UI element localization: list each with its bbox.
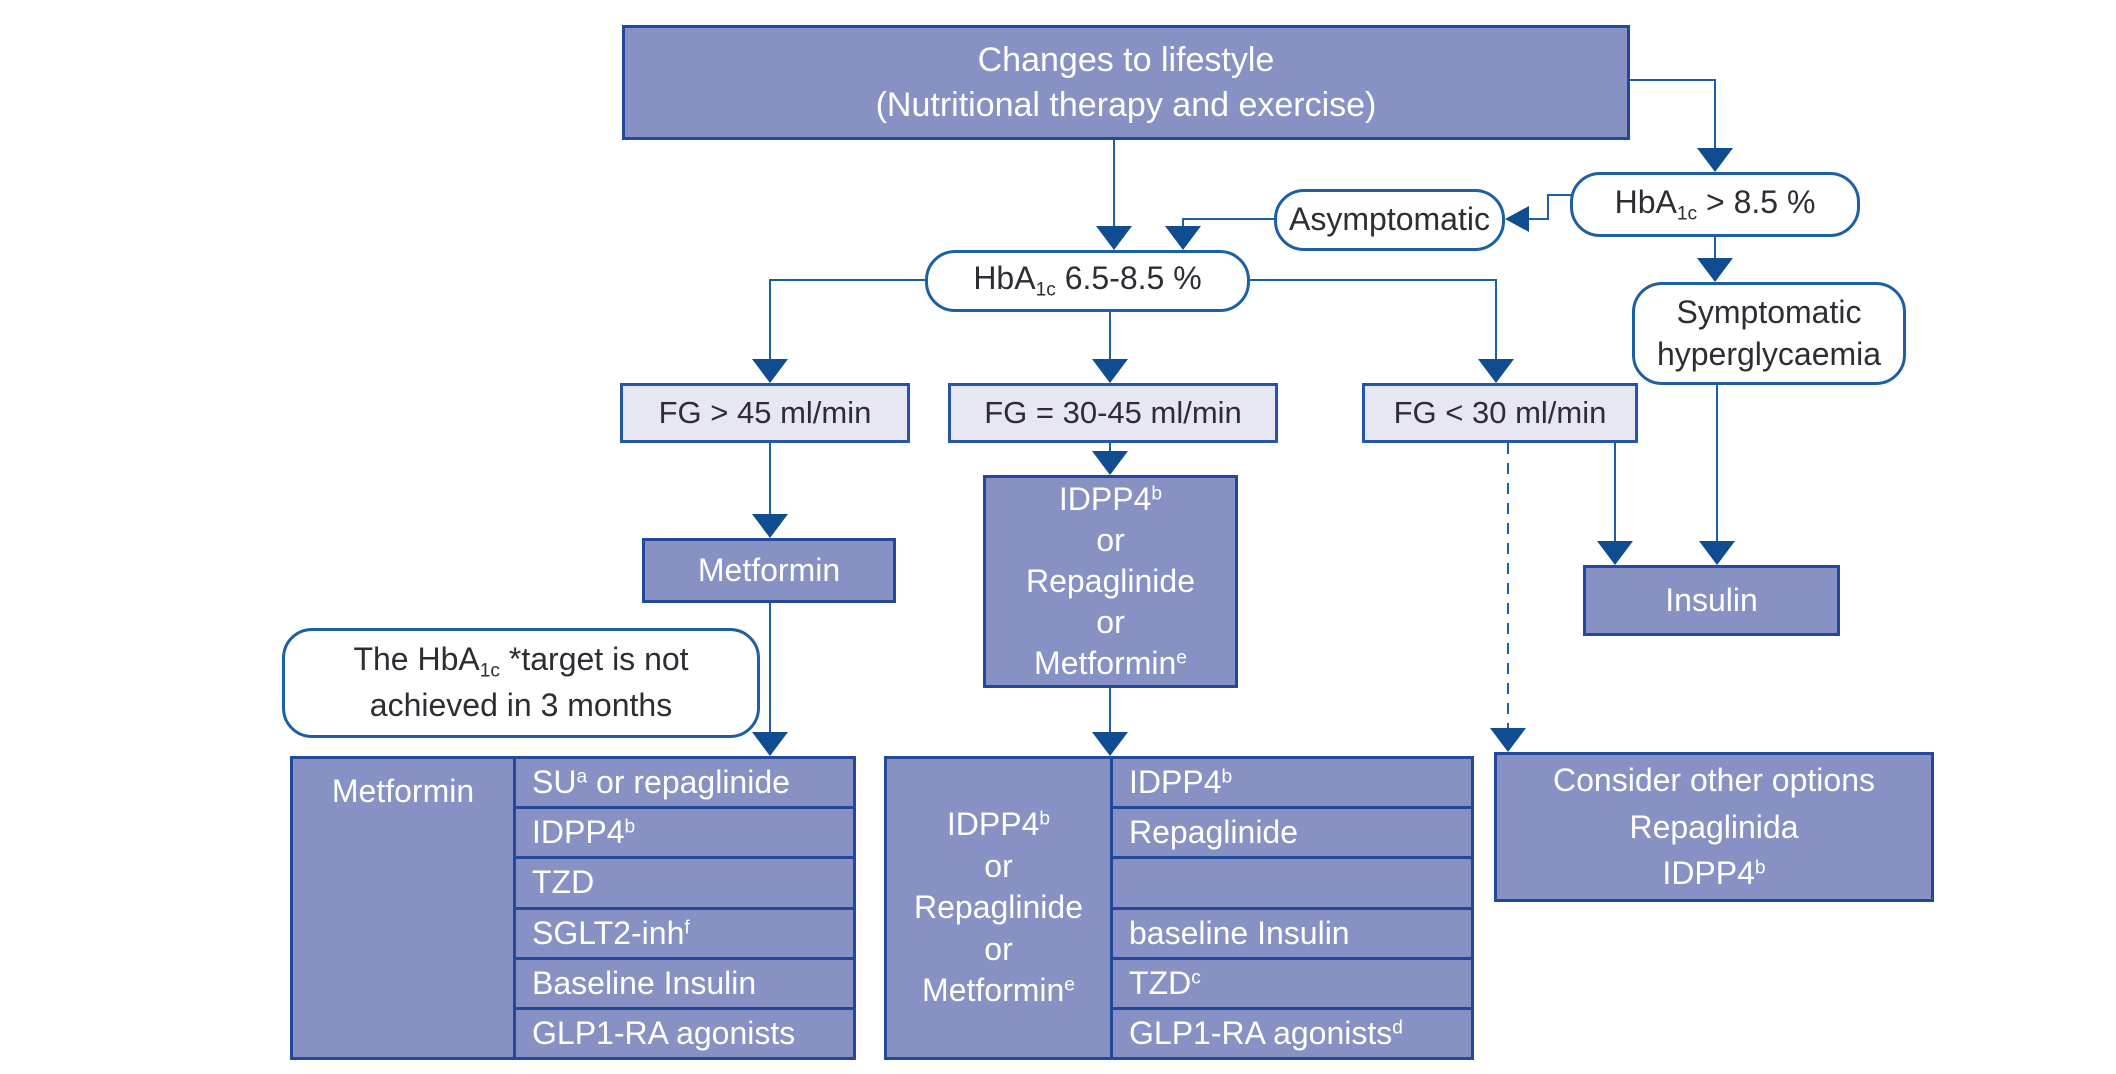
connector-line — [1182, 218, 1184, 230]
table-row-idpp4: IDPP4b — [516, 806, 853, 856]
connector-line — [1113, 140, 1115, 230]
table-row-baseline-insulin: Baseline Insulin — [516, 956, 853, 1007]
node-fg-below-30: FG < 30 ml/min — [1362, 383, 1638, 443]
node-metformin: Metformin — [642, 538, 896, 603]
table-row-tzd: TZDc — [1113, 956, 1471, 1007]
arrowhead-down-icon — [752, 359, 788, 383]
table-rows: SUa or repaglinide IDPP4b TZD SGLT2-inhf… — [516, 759, 853, 1057]
connector-line — [769, 279, 771, 363]
connector-line — [1183, 218, 1274, 220]
connector-line — [1109, 443, 1111, 455]
node-changes-to-lifestyle: Changes to lifestyle(Nutritional therapy… — [622, 25, 1630, 140]
arrowhead-down-icon — [1699, 541, 1735, 565]
connector-line — [1109, 688, 1111, 736]
connector-line — [1548, 194, 1571, 196]
arrowhead-down-icon — [1490, 728, 1526, 752]
arrowhead-down-icon — [752, 514, 788, 538]
node-hba1c-6-5-to-8-5: HbA1c 6.5-8.5 % — [925, 250, 1250, 312]
arrowhead-down-icon — [1697, 258, 1733, 282]
table-row-baseline-insulin: baseline Insulin — [1113, 906, 1471, 957]
connector-line — [769, 443, 771, 518]
arrowhead-down-icon — [1092, 732, 1128, 756]
table-row-su-or-repaglinide: SUa or repaglinide — [532, 764, 790, 801]
node-asymptomatic: Asymptomatic — [1274, 189, 1505, 251]
arrowhead-left-icon — [1505, 206, 1529, 232]
connector-line — [1528, 218, 1549, 220]
node-fg-above-45: FG > 45 ml/min — [620, 383, 910, 443]
connector-line — [770, 279, 925, 281]
node-insulin: Insulin — [1583, 565, 1840, 636]
connector-line — [1716, 385, 1718, 543]
metformin-combination-table: Metformin SUa or repaglinide IDPP4b TZD … — [290, 756, 856, 1060]
connector-line — [769, 603, 771, 735]
arrowhead-down-icon — [1096, 226, 1132, 250]
arrowhead-down-icon — [1165, 226, 1201, 250]
connector-line — [1714, 237, 1716, 262]
arrowhead-down-icon — [1597, 541, 1633, 565]
table-row-sglt2-inh: SGLT2-inhf — [516, 906, 853, 957]
connector-line — [1109, 312, 1111, 361]
connector-line — [1495, 279, 1497, 363]
table-row-repaglinide: Repaglinide — [1113, 806, 1471, 856]
arrowhead-down-icon — [1697, 148, 1733, 172]
arrowhead-down-icon — [752, 732, 788, 756]
arrowhead-down-icon — [1092, 359, 1128, 383]
table-row-glp1-ra-agonists: GLP1-RA agonistsd — [1113, 1006, 1471, 1057]
connector-line — [1714, 79, 1716, 150]
table-row-glp1-ra-agonists: GLP1-RA agonists — [516, 1006, 853, 1057]
connector-line — [1547, 194, 1549, 220]
arrowhead-down-icon — [1092, 451, 1128, 475]
table-row-tzd: TZD — [516, 856, 853, 906]
node-hba1c-above-8-5: HbA1c > 8.5 % — [1570, 172, 1860, 237]
node-fg-30-to-45: FG = 30-45 ml/min — [948, 383, 1278, 443]
dashed-connector-line — [1507, 443, 1509, 731]
arrowhead-down-icon — [1478, 359, 1514, 383]
connector-line — [1614, 443, 1616, 543]
table-base-cell-metformin: Metformin — [293, 759, 516, 1057]
connector-line — [1250, 279, 1496, 281]
table-row-empty — [1113, 856, 1471, 906]
table-rows: IDPP4b Repaglinide baseline Insulin TZDc… — [1113, 759, 1471, 1057]
connector-line — [1630, 79, 1716, 81]
table-row-idpp4: IDPP4b — [1129, 764, 1233, 801]
